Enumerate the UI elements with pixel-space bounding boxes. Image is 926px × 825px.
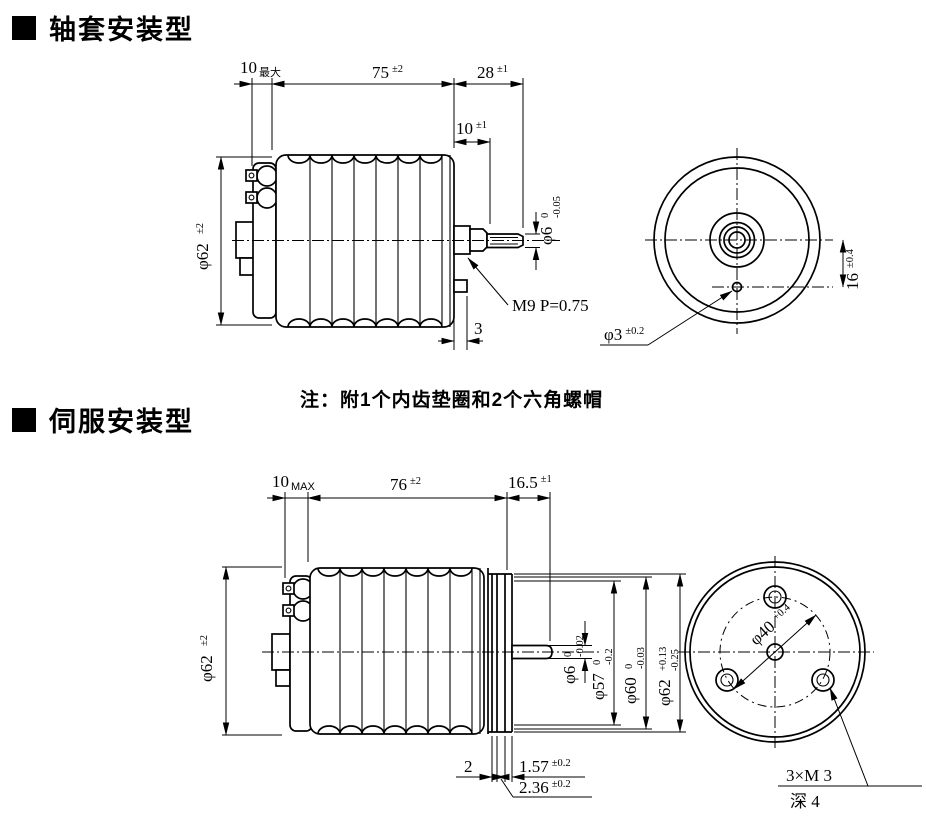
svg-text:φ62: φ62 xyxy=(197,655,216,682)
label-thread: M9 P=0.75 xyxy=(512,296,589,315)
dim-body-dia: φ62 ±2 xyxy=(197,635,216,682)
label-hole-dia: φ3±0.2 xyxy=(604,325,644,344)
label-tap-depth: 深 4 xyxy=(790,792,820,811)
servo-side-view xyxy=(262,567,600,735)
motor-body xyxy=(309,567,485,735)
section-title-servo-label: 伺服安装型 xyxy=(49,407,194,437)
terminal-lug xyxy=(245,191,258,204)
svg-text:φ60: φ60 xyxy=(621,677,640,704)
rear-boss-step xyxy=(275,669,291,687)
cooling-fins-bottom xyxy=(317,725,473,735)
dim-plate-b: 1.57±0.2 xyxy=(519,757,571,776)
svg-text:±2: ±2 xyxy=(195,223,206,234)
svg-text:-0.2: -0.2 xyxy=(604,648,615,665)
terminal-hole xyxy=(285,585,292,592)
terminal-hole xyxy=(285,607,292,614)
cooling-fins-top xyxy=(317,567,473,577)
dim-body-length: 76±2 xyxy=(390,475,421,494)
svg-text:φ6: φ6 xyxy=(537,227,556,245)
svg-text:0: 0 xyxy=(624,664,635,669)
svg-text:+0.4: +0.4 xyxy=(771,602,793,623)
svg-text:16: 16 xyxy=(843,273,862,290)
dim-shaft-length: 16.5±1 xyxy=(508,473,552,492)
bolt-circle xyxy=(719,596,831,708)
dim-rim-dia: φ62 +0.13 -0.25 xyxy=(655,647,681,706)
dim-plate-c: 2.36±0.2 xyxy=(519,778,571,797)
svg-text:0: 0 xyxy=(592,660,603,665)
dim-flange-dia: φ60 0 -0.03 xyxy=(621,647,647,704)
terminal-lug xyxy=(282,582,295,595)
rib-lines xyxy=(339,568,481,734)
svg-text:φ62: φ62 xyxy=(655,679,674,706)
svg-text:φ57: φ57 xyxy=(589,673,608,700)
dim-shaft-dia: φ6 0 -0.05 xyxy=(537,196,563,245)
mounting-plates xyxy=(487,568,513,734)
svg-text:±0.4: ±0.4 xyxy=(845,248,856,268)
terminal-bump xyxy=(256,187,278,209)
svg-text:-0.02: -0.02 xyxy=(575,635,586,657)
svg-text:-0.03: -0.03 xyxy=(636,647,647,669)
note-text: 注：附1个内齿垫圈和2个六角螺帽 xyxy=(300,390,604,411)
cooling-fins-top xyxy=(287,154,443,164)
svg-text:-0.05: -0.05 xyxy=(552,196,563,218)
square-bullet-icon xyxy=(12,15,36,40)
terminal-bump xyxy=(256,165,278,187)
section-title-bushing: 轴套安装型 xyxy=(12,8,194,47)
terminal-hole xyxy=(248,194,255,201)
dim-boss-length: 10±1 xyxy=(456,119,487,138)
svg-text:φ62: φ62 xyxy=(193,243,212,270)
terminal-lug xyxy=(282,604,295,617)
bottom-tab xyxy=(453,279,468,293)
label-tap: 3×M 3 xyxy=(786,766,832,785)
bushing-end-view: 16 ±0.4 φ3±0.2 xyxy=(600,148,862,346)
dim-pilot-dia: φ57 0 -0.2 xyxy=(589,648,615,700)
dim-shaft-length: 28±1 xyxy=(477,63,508,82)
bushing-side-view xyxy=(232,154,560,328)
dim-hole-offset: 16 ±0.4 xyxy=(843,248,862,290)
dim-tab-width: 3 xyxy=(474,319,483,338)
terminal-hole xyxy=(248,172,255,179)
svg-text:φ6: φ6 xyxy=(560,666,579,684)
svg-text:0: 0 xyxy=(540,213,551,218)
dim-body-dia: φ62 ±2 xyxy=(193,223,212,270)
section-title-bushing-label: 轴套安装型 xyxy=(49,15,194,45)
terminal-lug xyxy=(245,169,258,182)
section-title-servo: 伺服安装型 xyxy=(12,400,194,439)
svg-text:+0.13: +0.13 xyxy=(658,647,669,671)
square-bullet-icon xyxy=(12,407,36,432)
dim-body-length: 75±2 xyxy=(372,63,403,82)
dim-shaft-dia: φ6 0 -0.02 xyxy=(560,635,586,684)
cooling-fins-bottom xyxy=(287,318,443,328)
svg-text:0: 0 xyxy=(563,652,574,657)
rear-boss-step xyxy=(239,257,255,276)
dim-plate-a: 2 xyxy=(464,757,473,776)
servo-end-view: φ40 +0.4 3×M 3 深 4 xyxy=(678,556,922,811)
svg-text:±2: ±2 xyxy=(199,635,210,646)
svg-text:-0.25: -0.25 xyxy=(670,649,681,671)
